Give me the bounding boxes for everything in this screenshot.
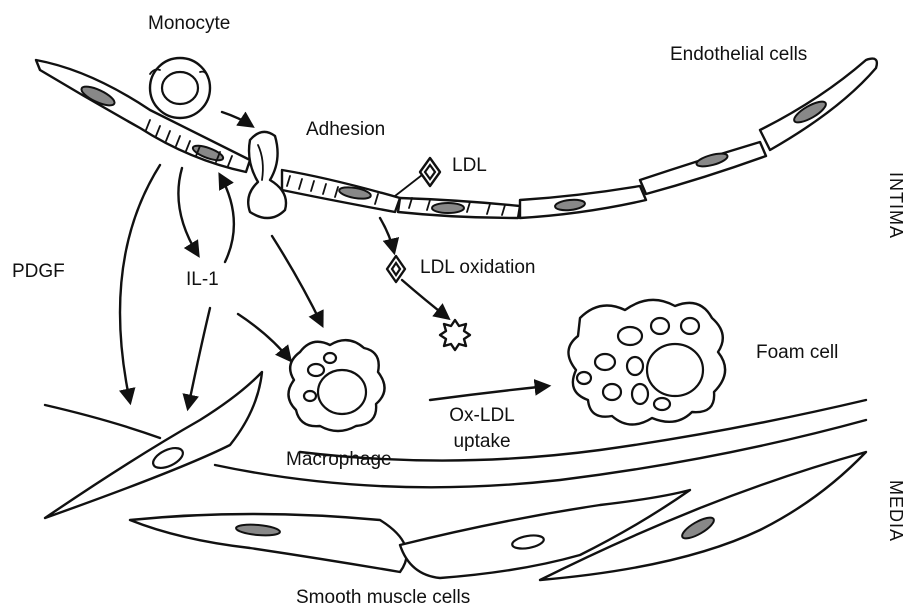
foam-cell-label: Foam cell xyxy=(756,343,838,362)
monocyte-label: Monocyte xyxy=(148,14,230,33)
ldl-label: LDL xyxy=(452,156,487,175)
ldl-particles xyxy=(387,158,470,350)
smooth-muscle-layer xyxy=(45,372,866,580)
endothelial-cell xyxy=(640,142,766,194)
foam-cell-shape xyxy=(568,300,725,425)
oxidized-ldl-star xyxy=(440,320,470,350)
macrophage-cell xyxy=(288,340,384,431)
oxldl-label-line1: Ox-LDL xyxy=(449,406,514,425)
endothelial-cells-label: Endothelial cells xyxy=(670,45,807,64)
adhering-monocyte xyxy=(248,132,286,218)
il1-label: IL-1 xyxy=(186,270,219,289)
ldl-oxidation-label: LDL oxidation xyxy=(420,258,535,277)
oxldl-label-line2: uptake xyxy=(453,432,510,451)
media-label: MEDIA xyxy=(887,480,905,542)
smooth-muscle-cell xyxy=(130,514,407,572)
smooth-muscle-cells-label: Smooth muscle cells xyxy=(296,588,470,607)
pdgf-label: PDGF xyxy=(12,262,65,281)
smooth-muscle-cell xyxy=(45,372,262,518)
monocyte-cell xyxy=(150,58,210,118)
intima-label: INTIMA xyxy=(887,172,905,239)
macrophage-label: Macrophage xyxy=(286,450,392,469)
adhesion-label: Adhesion xyxy=(306,120,385,139)
